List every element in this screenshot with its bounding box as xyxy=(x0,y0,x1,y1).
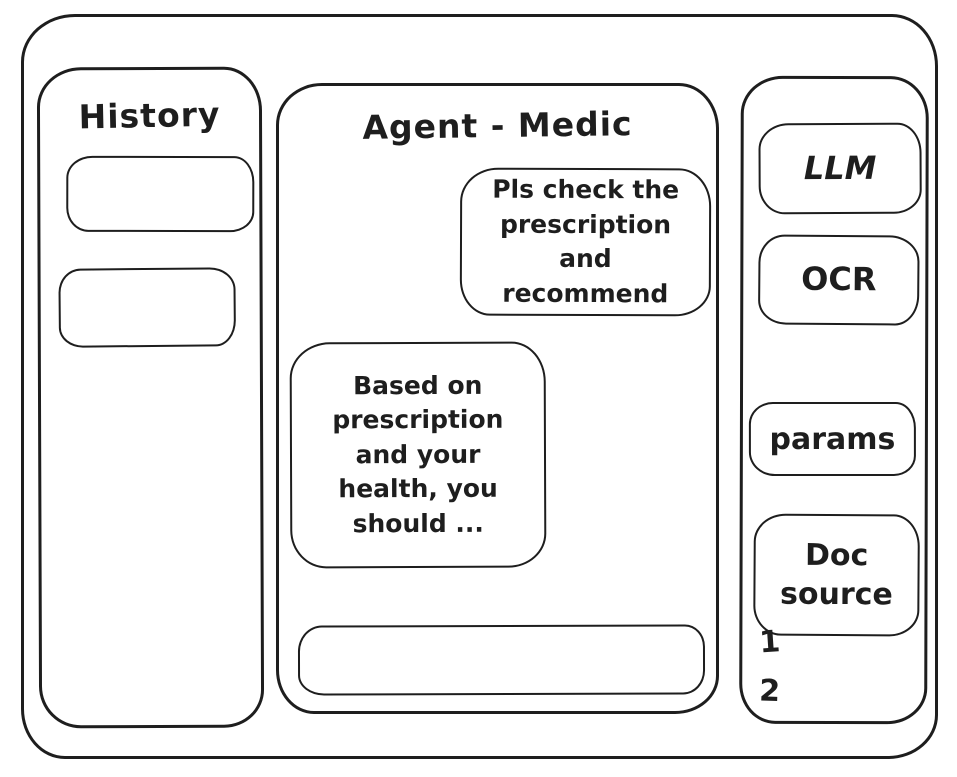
doc-source-list-item-2[interactable]: 2 xyxy=(758,673,781,710)
history-item[interactable] xyxy=(58,267,237,348)
app-window: History Agent - Medic Pls check the pres… xyxy=(21,14,938,759)
chat-panel-title: Agent - Medic xyxy=(362,104,633,147)
doc-source-list-item-1[interactable]: 1 xyxy=(758,624,782,661)
user-message-bubble: Pls check the prescription and recommend xyxy=(459,167,712,317)
history-item[interactable] xyxy=(66,155,255,233)
doc-source-button[interactable]: Doc source xyxy=(753,513,920,637)
assistant-message-bubble: Based on prescription and your health, y… xyxy=(289,341,547,569)
history-panel: History xyxy=(36,66,265,729)
chat-panel: Agent - Medic Pls check the prescription… xyxy=(276,83,719,714)
params-button[interactable]: params xyxy=(748,401,916,477)
tools-panel: LLM OCR params Doc source 1 2 xyxy=(739,75,929,725)
llm-button[interactable]: LLM xyxy=(758,122,922,215)
chat-message-input[interactable] xyxy=(297,624,706,696)
history-panel-title: History xyxy=(78,94,221,137)
ocr-button[interactable]: OCR xyxy=(757,234,920,326)
